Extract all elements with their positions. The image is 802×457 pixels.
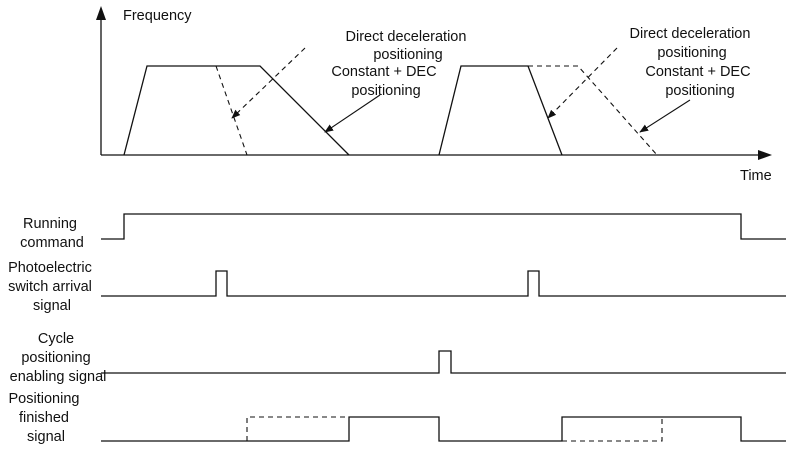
waveform-running-command (101, 213, 786, 240)
annotation-left-direct: Direct deceleration positioning (346, 29, 471, 63)
waveform-positioning-finished (101, 416, 786, 442)
label-photoelectric-switch: Photoelectric switch arrival signal (8, 260, 96, 314)
annotation-right-direct: Direct deceleration positioning (630, 26, 755, 61)
leader-left-constant (324, 94, 381, 133)
left-profile-direct-dec (215, 65, 248, 156)
waveform-photoelectric-switch (101, 270, 786, 297)
y-axis-arrow (96, 6, 106, 20)
waveform-positioning-finished-dashed-left (246, 416, 349, 441)
annotation-left-constant: Constant + DEC positioning (331, 64, 440, 99)
label-cycle-positioning: Cycle positioning enabling signal (10, 331, 107, 385)
label-running-command: Running command (20, 216, 84, 251)
leader-left-direct (231, 47, 306, 119)
waveform-positioning-finished-dashed-right (562, 417, 663, 442)
x-axis-arrow (758, 150, 772, 160)
right-profile-constant-dec (528, 65, 658, 156)
x-axis-label: Time (740, 168, 772, 184)
label-positioning-finished: Positioning finished signal (9, 391, 84, 445)
leader-right-constant (639, 99, 691, 133)
y-axis-label: Frequency (123, 8, 192, 24)
waveform-cycle-positioning (101, 350, 786, 374)
right-profile-direct-dec (438, 65, 563, 156)
annotation-right-constant: Constant + DEC positioning (645, 64, 754, 99)
leader-right-direct (547, 47, 618, 119)
left-profile-constant-dec (123, 65, 350, 156)
